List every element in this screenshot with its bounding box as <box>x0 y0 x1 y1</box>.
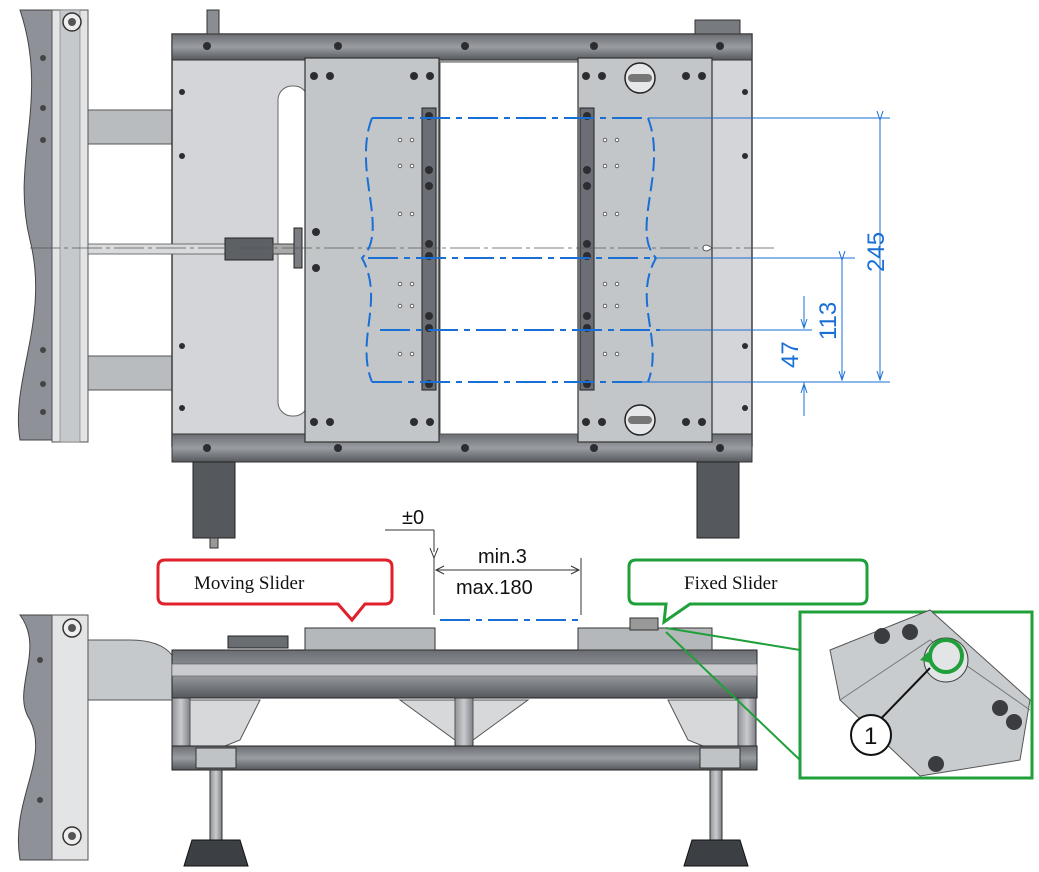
top-view: 245 113 47 <box>17 9 890 549</box>
fixed-slider-callout: Fixed Slider <box>627 558 869 626</box>
tolerance-label: ±0 <box>402 507 424 529</box>
gap-max-label: max.180 <box>456 577 533 599</box>
side-left-panel <box>18 614 173 861</box>
dimension-113: 113 <box>815 302 842 340</box>
side-frame <box>171 617 758 867</box>
dimension-lines <box>640 118 890 416</box>
moving-slider-callout: Moving Slider <box>156 558 394 623</box>
moving-slider-label: Moving Slider <box>194 573 305 594</box>
gap-min-label: min.3 <box>478 546 527 568</box>
fixed-slider-detail-inset: 1 <box>665 609 1034 780</box>
dimension-245: 245 <box>863 232 890 272</box>
fixed-slider-label: Fixed Slider <box>684 573 778 594</box>
detail-marker-number: 1 <box>864 723 877 750</box>
dimension-47: 47 <box>777 341 804 368</box>
clamp-knob-bottom <box>624 404 656 436</box>
left-handle-panel <box>17 9 173 443</box>
board-outline <box>360 117 660 383</box>
side-view: ±0 min.3 max.180 Moving Slider Fixed Sli… <box>18 507 1034 867</box>
top-frame <box>30 9 775 549</box>
clamp-knob-top <box>624 62 656 94</box>
